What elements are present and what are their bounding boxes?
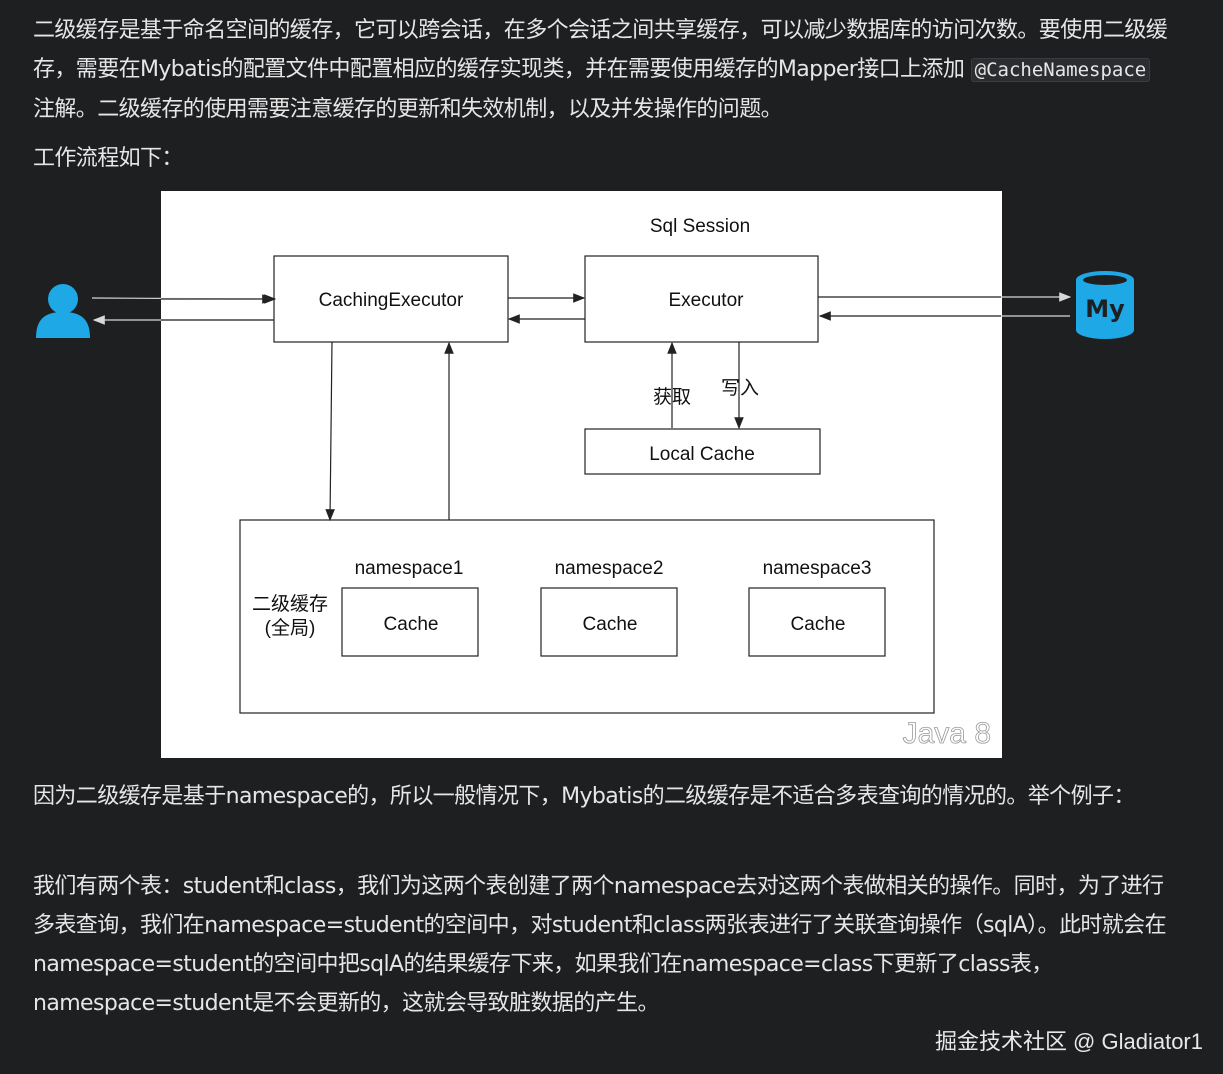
intro-text: 二级缓存是基于命名空间的缓存，它可以跨会话，在多个会话之间共享缓存，可以减少数据… [33, 18, 1168, 82]
namespace1-cache-label: Cache [384, 614, 439, 635]
executor-label: Executor [669, 290, 745, 311]
namespace2-cache-label: Cache [583, 614, 638, 635]
diagram-canvas: Sql Session CachingExecutor Executor Loc… [239, 216, 991, 750]
namespace3-cache-box [748, 587, 886, 657]
local-cache-box [584, 428, 821, 475]
namespace2-label: namespace2 [555, 558, 664, 579]
sql-session-title: Sql Session [650, 216, 750, 237]
namespace3-label: namespace3 [763, 558, 872, 579]
namespace3-cache-label: Cache [791, 614, 846, 635]
namespace1-label: namespace1 [355, 558, 464, 579]
arrow-to-l2-cache [325, 341, 335, 522]
paragraph-example: 我们有两个表：student和class，我们为这两个表创建了两个namespa… [33, 874, 1167, 1016]
db-logo-text: My [1085, 295, 1125, 323]
mysql-database-icon: My [1076, 271, 1134, 339]
paragraph-intro: 二级缓存是基于命名空间的缓存，它可以跨会话，在多个会话之间共享缓存，可以减少数据… [33, 11, 1173, 129]
caching-executor-label: CachingExecutor [319, 290, 464, 311]
l2-label-line1: 二级缓存 [252, 593, 328, 615]
namespace2-cache-box [540, 587, 678, 657]
local-cache-label: Local Cache [649, 444, 755, 465]
site-watermark: 掘金技术社区 @ Gladiator1 [934, 1029, 1203, 1054]
write-label: 写入 [721, 378, 759, 399]
intro-text-end: 注解。二级缓存的使用需要注意缓存的更新和失效机制，以及并发操作的问题。 [33, 97, 783, 122]
diagram-watermark: Java 8 [903, 717, 991, 750]
namespace1-cache-box [341, 587, 479, 657]
cache-workflow-diagram: Sql Session CachingExecutor Executor Loc… [161, 191, 1002, 758]
user-icon [36, 284, 90, 338]
l2-label-line2: (全局) [265, 617, 316, 639]
paragraph-namespace-limit: 因为二级缓存是基于namespace的，所以一般情况下，Mybatis的二级缓存… [33, 784, 1135, 809]
cache-namespace-code: @CacheNamespace [970, 58, 1151, 82]
workflow-heading: 工作流程如下： [33, 146, 183, 171]
